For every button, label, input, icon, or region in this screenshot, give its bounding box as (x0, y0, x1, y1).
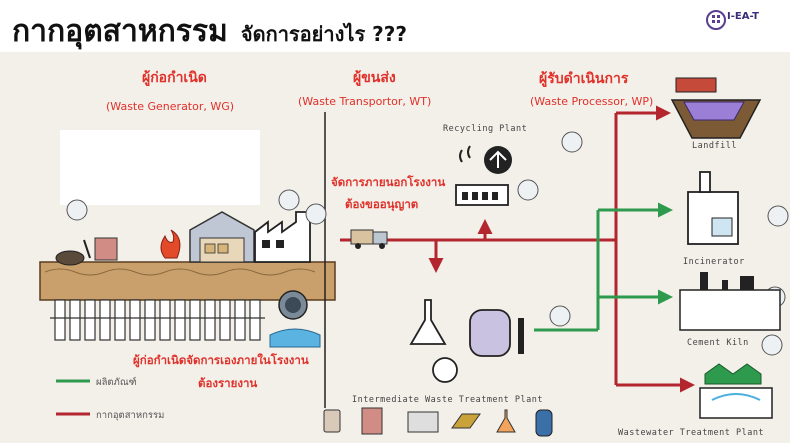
processor-subtitle: (Waste Processor, WP) (530, 95, 654, 108)
product-icons (323, 407, 553, 437)
intermediate-plant-label: Intermediate Waste Treatment Plant (352, 395, 543, 405)
outside-note-line1: จัดการภายนอกโรงงาน (331, 175, 446, 189)
factory-ground-illustration (39, 261, 336, 341)
fire-icon (160, 229, 181, 259)
recycling-plant-icon (455, 145, 512, 206)
warehouse-icon (189, 211, 255, 263)
ieat-logo-icon (706, 10, 726, 30)
truck-icon (350, 229, 388, 249)
transporter-title: ผู้ขนส่ง (353, 70, 396, 86)
wastewater-plant-icon (699, 363, 773, 419)
processor-title: ผู้รับดำเนินการ (539, 71, 629, 87)
generator-title: ผู้ก่อกำเนิด (142, 70, 207, 86)
inside-note-line2: ต้องรายงาน (198, 376, 258, 390)
outside-note-line2: ต้องขออนุญาต (345, 197, 419, 211)
title-main: กากอุตสาหกรรม (12, 14, 228, 49)
landfill-label: Landfill (692, 141, 737, 151)
incinerator-icon (687, 171, 739, 245)
waste-flow-arrows (340, 105, 695, 393)
cement-kiln-label: Cement Kiln (687, 338, 749, 348)
logo-text: I-EA-T (727, 11, 759, 22)
outfall-pipe-icon (269, 290, 321, 348)
transporter-subtitle: (Waste Transportor, WT) (298, 95, 432, 108)
page-title: กากอุตสาหกรรม จัดการอย่างไร ??? (12, 8, 407, 55)
generator-area (60, 130, 260, 205)
inside-note-line1: ผู้ก่อกำเนิดจัดการเองภายในโรงงาน (133, 353, 309, 367)
recycling-plant-label: Recycling Plant (443, 124, 528, 134)
waste-pile-icon (55, 239, 91, 266)
title-sub: จัดการอย่างไร ??? (240, 22, 407, 46)
incinerator-label: Incinerator (683, 257, 745, 267)
landfill-icon (670, 77, 762, 139)
generator-subtitle: (Waste Generator, WG) (106, 100, 235, 113)
factory-icon (254, 211, 311, 263)
intermediate-plant-icon (409, 299, 524, 383)
legend-waste-label: กากอุตสาหกรรม (96, 410, 165, 421)
cement-kiln-icon (679, 272, 781, 331)
legend-product-label: ผลิตภัณฑ์ (96, 377, 137, 388)
wastewater-plant-label: Wastewater Treatment Plant (618, 428, 765, 438)
product-flow-arrows (534, 202, 673, 332)
bag-icon (94, 237, 118, 261)
